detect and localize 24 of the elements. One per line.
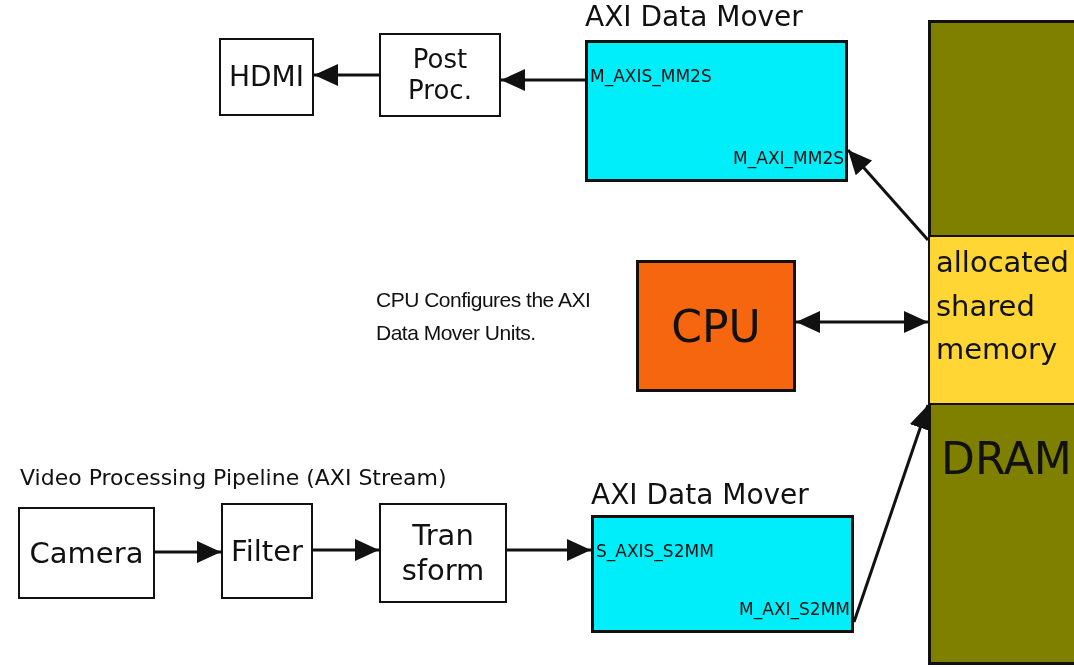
process-box: Camera [18, 507, 155, 599]
arrow [314, 64, 379, 86]
arrow [501, 69, 585, 91]
section-label: Video Processing Pipeline (AXI Stream) [20, 465, 447, 490]
arrow [507, 539, 591, 561]
block-label: DRAM [941, 433, 1072, 484]
port-label: S_AXIS_S2MM [596, 541, 714, 561]
port-label: M_AXI_MM2S [733, 148, 844, 168]
block-title: AXI Data Mover [591, 478, 809, 511]
arrow [313, 539, 379, 561]
port-label: M_AXI_S2MM [739, 599, 850, 619]
process-box: HDMI [219, 38, 314, 116]
port-label: M_AXIS_MM2S [590, 66, 712, 86]
cpu-block: CPU [636, 260, 796, 392]
arrow [155, 541, 221, 563]
arrow [846, 149, 930, 241]
process-box: Tran sform [379, 503, 507, 603]
block-title: AXI Data Mover [585, 0, 803, 33]
dram-block [928, 20, 1074, 665]
process-box: Post Proc. [379, 33, 501, 117]
arrow [796, 311, 928, 333]
note-text: CPU Configures the AXI Data Mover Units. [376, 287, 592, 346]
process-box: Filter [221, 503, 313, 599]
memory-region: allocated shared memory [928, 235, 1074, 405]
